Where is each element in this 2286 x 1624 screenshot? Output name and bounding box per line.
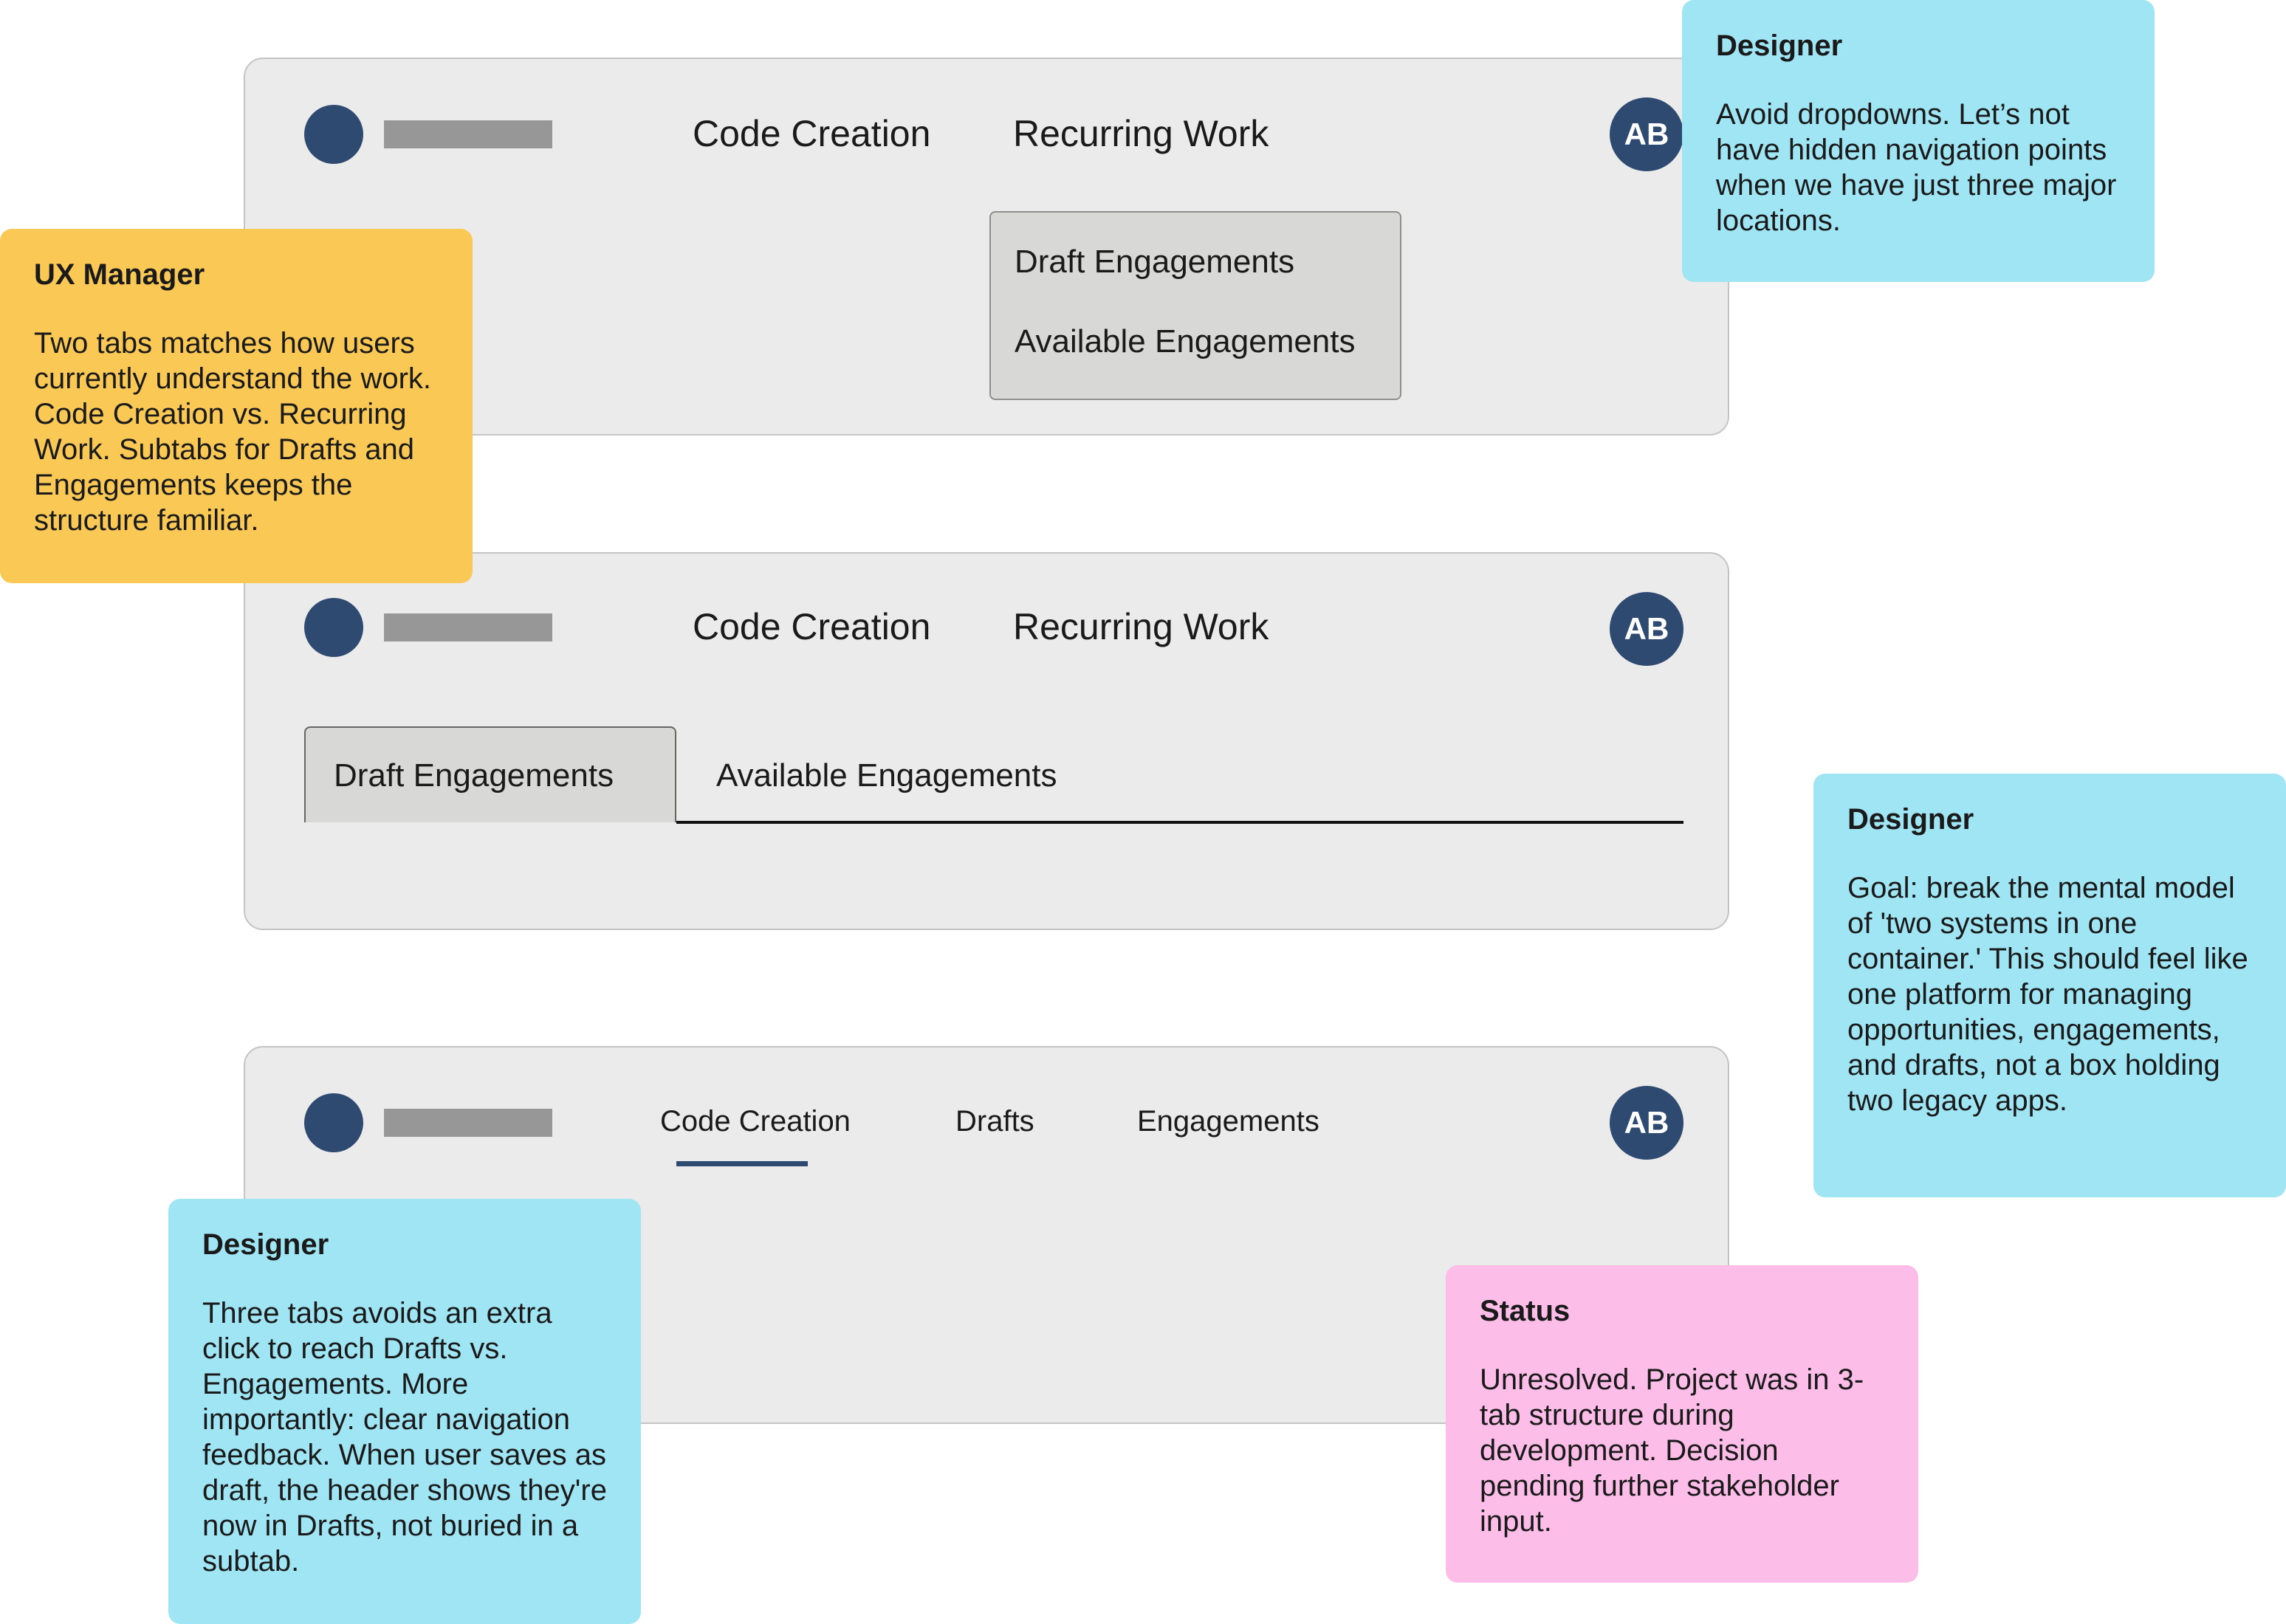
nav-tab-code-creation[interactable]: Code Creation xyxy=(693,113,931,154)
logo-icon xyxy=(304,105,363,164)
note-body: Avoid dropdowns. Let’s not have hidden n… xyxy=(1716,98,2117,237)
logo-icon xyxy=(304,598,363,657)
dropdown-item-draft-engagements[interactable]: Draft Engagements xyxy=(1015,244,1295,280)
option-a-frame: Code Creation Recurring Work AB Draft En… xyxy=(244,58,1729,436)
active-tab-indicator xyxy=(676,1161,808,1166)
note-title: Status xyxy=(1480,1295,1571,1327)
note-body: Three tabs avoids an extra click to reac… xyxy=(202,1297,607,1577)
subtab-label-draft-engagements: Draft Engagements xyxy=(334,757,614,794)
logo-placeholder xyxy=(384,120,552,148)
logo-placeholder xyxy=(384,1109,552,1137)
subtab-draft-engagements-active[interactable] xyxy=(304,726,676,822)
nav-tab-engagements[interactable]: Engagements xyxy=(1137,1105,1319,1138)
nav-tab-recurring-work[interactable]: Recurring Work xyxy=(1013,113,1269,154)
avatar[interactable]: AB xyxy=(1610,592,1683,666)
note-ux-manager: UX Manager Two tabs matches how users cu… xyxy=(0,229,473,583)
logo-icon xyxy=(304,1093,363,1152)
note-body: Unresolved. Project was in 3-tab structu… xyxy=(1480,1363,1864,1538)
note-designer-dropdowns: Designer Avoid dropdowns. Let’s not have… xyxy=(1682,0,2155,282)
note-body: Goal: break the mental model of 'two sys… xyxy=(1847,872,2248,1117)
note-title: Designer xyxy=(1716,30,1843,62)
note-title: Designer xyxy=(1847,803,1974,836)
dropdown-item-available-engagements[interactable]: Available Engagements xyxy=(1015,323,1356,359)
subtab-underline xyxy=(676,821,1683,824)
avatar[interactable]: AB xyxy=(1610,1086,1683,1160)
note-designer-three-tabs: Designer Three tabs avoids an extra clic… xyxy=(168,1199,641,1624)
nav-tab-code-creation[interactable]: Code Creation xyxy=(660,1105,851,1138)
note-body: Two tabs matches how users currently und… xyxy=(34,327,432,537)
logo-placeholder xyxy=(384,613,552,641)
nav-tab-code-creation[interactable]: Code Creation xyxy=(693,606,931,647)
note-title: UX Manager xyxy=(34,258,205,291)
option-b-frame: Code Creation Recurring Work AB Draft En… xyxy=(244,552,1729,930)
note-status: Status Unresolved. Project was in 3-tab … xyxy=(1446,1265,1918,1583)
nav-tab-drafts[interactable]: Drafts xyxy=(955,1105,1034,1138)
subtab-available-engagements[interactable]: Available Engagements xyxy=(716,757,1057,794)
note-designer-goal: Designer Goal: break the mental model of… xyxy=(1813,774,2286,1197)
note-title: Designer xyxy=(202,1228,329,1261)
recurring-work-dropdown: Draft Engagements Available Engagements xyxy=(989,211,1401,400)
avatar[interactable]: AB xyxy=(1610,97,1683,171)
nav-tab-recurring-work[interactable]: Recurring Work xyxy=(1013,606,1269,647)
